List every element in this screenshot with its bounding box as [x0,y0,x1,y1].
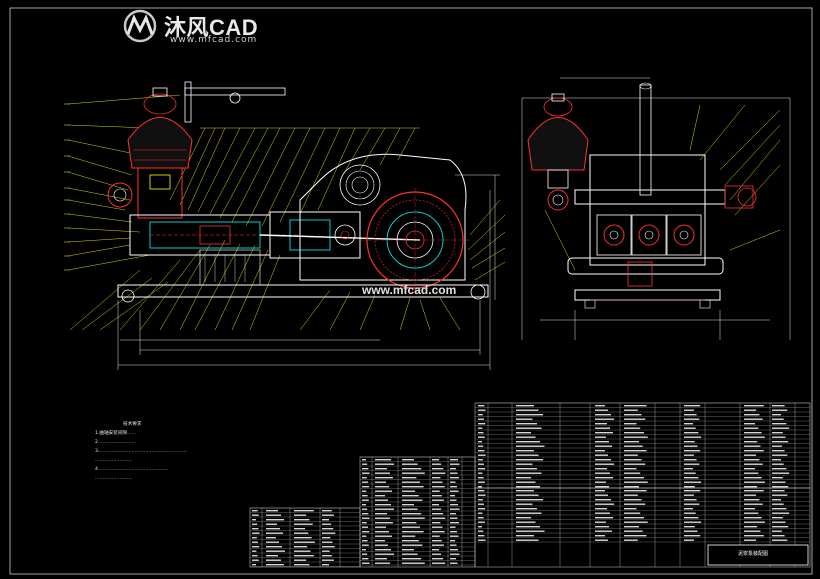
dimension-lines [117,174,500,370]
logo-emblem-icon [123,9,157,43]
table-grid-lines [250,402,810,567]
notes-title: 技术要求 [123,422,142,427]
drawing-frame [9,7,813,575]
suction-manifold [567,257,724,275]
title-block [707,544,809,566]
lifting-beam [184,87,286,96]
notes-line: 1.曲轴安装间隙…… [95,431,137,436]
notes-line: …………………… [95,458,132,463]
power-end-housing [299,153,467,281]
skid-base [117,284,489,298]
valve-block [137,167,183,219]
pump-end-view [521,77,791,340]
end-frame [589,154,706,266]
end-column [639,84,652,196]
logo-url: www.mfcad.com [170,35,258,45]
notes-line: …………………… [95,476,132,481]
cylinder-covers [596,214,702,256]
notes-line: 2.…………………… [95,440,137,445]
pinion-gear [339,164,381,206]
end-air-chamber [527,117,589,171]
air-chamber [127,117,193,169]
balloon-ticks [64,103,420,271]
notes-line: 3.………………………………………………… [95,449,187,454]
pump-side-view [64,81,506,370]
title-block-title: 泥浆泵装配图 [738,551,769,557]
left-leader-lines [67,94,506,331]
mfcad-logo: 沐风CAD www.mfcad.com [122,8,282,48]
watermark-text: www.mfcad.com [362,283,457,297]
notes-line: 4.……………………………………… [95,467,169,472]
table-cell-text [252,405,790,566]
technical-notes: 技术要求 1.曲轴安装间隙…… 2.…………………… 3.……………………………… [95,420,335,483]
logo-brand: 沐风CAD [164,15,259,40]
